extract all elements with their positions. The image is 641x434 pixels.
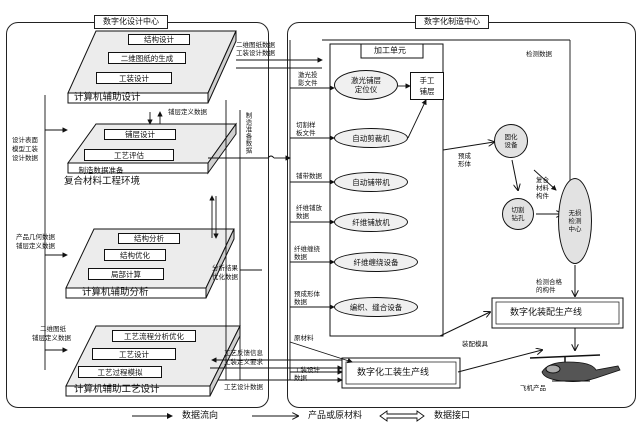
stack-cae-label: 计算机辅助分析 [82, 287, 149, 298]
tooling-line-frame [341, 357, 461, 389]
surface-design-l1: 设计表面 [12, 136, 38, 144]
input-laser-l2: 影文件 [298, 79, 318, 87]
layer-structural-analysis: 结构分析 [118, 233, 180, 244]
tooling-design-data-top: 工装设计数据 [236, 49, 275, 57]
curing-equipment: 固化设备 [494, 124, 528, 158]
input-preform-l1: 预成形体 [294, 290, 320, 298]
input-preform-l2: 数据 [294, 298, 307, 306]
assembly-line-label: 数字化装配生产线 [510, 308, 583, 318]
stack-cad-label: 计算机辅助设计 [74, 92, 141, 103]
design-center-title: 数字化设计中心 [94, 15, 168, 29]
tooling-line-label: 数字化工装生产线 [357, 368, 430, 378]
layer-mfg-data-prep: 制造数据准备 [78, 166, 124, 175]
input-wind-l1: 纤维缠绕 [294, 245, 320, 253]
legend-material-flow: 产品或原材料 [308, 411, 363, 421]
mfg-prep-data: 制造准备数据 [244, 112, 252, 154]
layer-structural-optimization: 结构优化 [104, 249, 166, 261]
surface-design-l2: 模型工装 [12, 145, 38, 153]
drawing-2d-l1: 二维图纸 [40, 325, 66, 333]
trim-drill-station: 切割钻孔 [502, 198, 534, 230]
input-laser-l1: 激光投 [298, 71, 318, 79]
layer-local-computation: 局部计算 [88, 268, 164, 280]
layer-process-simulation: 工艺过程模拟 [78, 366, 162, 378]
manufacturing-center-title: 数字化制造中心 [415, 15, 489, 29]
legend-data-interface: 数据接口 [434, 411, 471, 421]
process-design-data: 工艺设计数据 [224, 383, 263, 391]
input-tooling-l2: 数据 [294, 374, 307, 382]
assembly-tooling-label: 装配模具 [462, 340, 488, 348]
input-raw-material: 原材料 [294, 334, 314, 342]
auto-cutting-machine: 自动剪裁机 [334, 128, 408, 148]
geometry-data-l1: 产品几何数据 [16, 233, 55, 241]
layer-process-evaluation: 工艺评估 [84, 149, 174, 161]
filament-winding-equipment: 纤维缠绕设备 [334, 252, 418, 272]
layer-process-design: 工艺设计 [92, 348, 176, 360]
helicopter-icon [529, 354, 621, 382]
input-wind-l2: 数据 [294, 253, 307, 261]
input-tooling-l1: 工装设计 [294, 366, 320, 374]
drawing-data-top: 二维图纸数据 [236, 41, 275, 49]
input-fiber-l1: 纤维铺放 [296, 204, 322, 212]
ply-definition-data: 铺层定义数据 [168, 108, 207, 116]
input-cut-l1: 切割样 [296, 121, 316, 129]
drawing-2d-l2: 铺层定义数据 [32, 334, 71, 342]
input-fiber-l2: 数据 [296, 212, 309, 220]
legend-data-flow: 数据流向 [182, 411, 219, 421]
layer-2d-drawing-gen: 二维图纸的生成 [108, 52, 186, 64]
inspection-data-label: 检测数据 [526, 50, 552, 58]
legend-graphics [132, 410, 425, 422]
weaving-stitching-equipment: 编织、缝合设备 [334, 297, 418, 317]
composite-label-l3: 构件 [536, 192, 549, 200]
analysis-results-l1: 分析结果 [212, 264, 238, 272]
composite-label-l2: 材料 [536, 184, 549, 192]
preform-label-l2: 形体 [458, 160, 471, 168]
stack-composite-label: 复合材料工程环境 [64, 176, 141, 187]
aircraft-product-label: 飞机产品 [520, 384, 546, 392]
ndt-center: 无损检测中心 [558, 178, 592, 264]
layer-process-flow-optimization: 工艺流程分析优化 [112, 330, 196, 342]
layer-tooling-design: 工装设计 [96, 72, 172, 84]
input-tape: 铺带数据 [296, 172, 322, 180]
fiber-placement-machine: 纤维铺放机 [334, 212, 408, 232]
layer-structural-design: 结构设计 [128, 34, 190, 45]
stack-capp-label: 计算机辅助工艺设计 [74, 384, 160, 395]
processing-unit-header [360, 43, 424, 59]
input-cut-l2: 板文件 [296, 129, 316, 137]
composite-label-l1: 复合 [536, 176, 549, 184]
qualified-label-l2: 的构件 [536, 286, 556, 294]
surface-design-l3: 设计数据 [12, 154, 38, 162]
manual-layup-box: 手工 铺层 [410, 72, 444, 100]
qualified-label-l1: 检测合格 [536, 278, 562, 286]
processing-unit-title: 加工单元 [374, 46, 406, 55]
assembly-line-frame [491, 297, 624, 329]
preform-label-l1: 预成 [458, 152, 471, 160]
process-feedback-l1: 工艺反馈信息 [224, 349, 263, 357]
process-feedback-l2: 工装定义要求 [224, 358, 263, 366]
geometry-data-l2: 铺层定义数据 [16, 242, 55, 250]
laser-ply-locator: 激光铺层定位仪 [334, 70, 398, 100]
analysis-results-l2: 优化数据 [212, 273, 238, 281]
layer-ply-design: 铺层设计 [104, 129, 176, 140]
auto-tape-laying-machine: 自动铺带机 [334, 172, 408, 192]
